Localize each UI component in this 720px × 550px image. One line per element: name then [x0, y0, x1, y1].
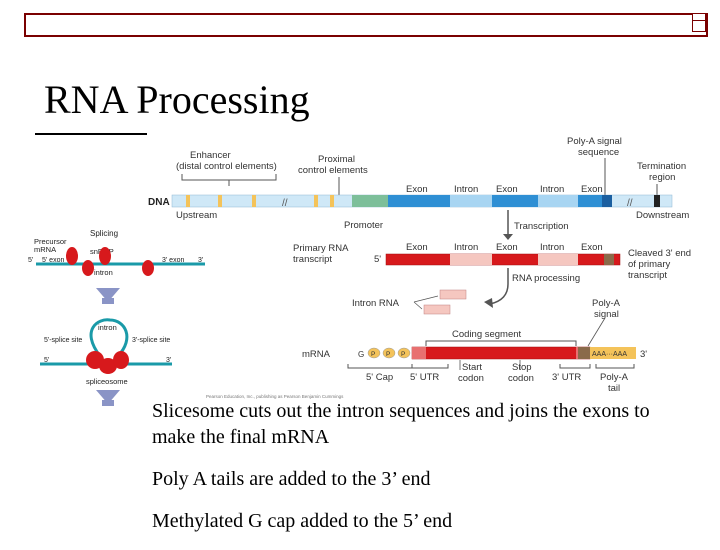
- down-arrow-1: [96, 288, 120, 302]
- label-aaa: AAA···AAA: [592, 351, 627, 358]
- title-underline: [35, 133, 147, 135]
- label-3prime-right: 3': [198, 257, 203, 264]
- label-coding-segment: Coding segment: [452, 329, 522, 340]
- label-precursor-mrna: Precursor mRNA: [34, 237, 69, 254]
- bullet-list: Slicesome cuts out the intron sequences …: [152, 398, 672, 550]
- spliceosome-blob-2: [99, 358, 117, 374]
- label-stop-codon: Stop codon: [508, 362, 534, 384]
- label-g-cap: G: [358, 350, 364, 359]
- label-polya-signal: Poly-A signal: [592, 298, 622, 320]
- label-primary-exon-1: Exon: [406, 242, 428, 253]
- dna-intron-1: [450, 195, 492, 207]
- label-p-2: P: [386, 351, 390, 358]
- dna-exon-1: [388, 195, 450, 207]
- spliceosome-blob-3: [113, 351, 129, 369]
- label-downstream: Downstream: [636, 210, 689, 221]
- label-rna-processing: RNA processing: [512, 273, 580, 284]
- label-5prime-2: 5': [44, 357, 49, 364]
- label-p-3: P: [401, 351, 405, 358]
- label-spliceosome: spliceosome: [86, 377, 128, 386]
- slide-top-bar: [24, 13, 708, 37]
- label-primary-intron-1: Intron: [454, 242, 478, 253]
- label-start-codon: Start codon: [458, 362, 485, 384]
- label-intron-1: intron: [94, 268, 113, 277]
- intron-loop: [89, 318, 129, 358]
- label-5-cap: 5' Cap: [366, 372, 393, 383]
- label-primary-intron-2: Intron: [540, 242, 564, 253]
- label-5prime-left: 5': [28, 257, 33, 264]
- primary-intron-1: [450, 254, 492, 265]
- excised-intron-2: [423, 304, 451, 315]
- label-primary-rna: Primary RNA transcript: [293, 243, 351, 265]
- label-3-splice-site: 3'-splice site: [132, 337, 170, 344]
- label-mrna: mRNA: [302, 349, 331, 360]
- label-5prime-primary: 5': [374, 254, 381, 265]
- label-transcription: Transcription: [514, 221, 569, 232]
- label-splicing: Splicing: [90, 229, 118, 238]
- label-dna-intron-1: Intron: [454, 184, 478, 195]
- label-promoter: Promoter: [344, 220, 383, 231]
- splicing-figure: Splicing Precursor mRNA snRNP 5' 5' exon…: [28, 229, 205, 406]
- label-5-splice-site: 5'-splice site: [44, 337, 82, 344]
- label-dna: DNA: [148, 197, 170, 208]
- label-3prime-mrna: 3': [640, 349, 647, 360]
- label-dna-exon-2: Exon: [496, 184, 518, 195]
- primary-intron-2: [538, 254, 578, 265]
- label-dna-exon-1: Exon: [406, 184, 428, 195]
- svg-text://: //: [627, 198, 633, 209]
- label-5-utr: 5' UTR: [410, 372, 439, 383]
- label-intron-2: intron: [98, 323, 117, 332]
- dna-exon-2: [492, 195, 538, 207]
- label-polya-tail: Poly-A tail: [600, 372, 630, 394]
- mrna-bar: [411, 346, 591, 360]
- promoter-box: [352, 195, 388, 207]
- label-upstream: Upstream: [176, 210, 217, 221]
- label-primary-exon-3: Exon: [581, 242, 603, 253]
- label-p-1: P: [371, 351, 375, 358]
- gene-expression-figure: Enhancer (distal control elements) Proxi…: [148, 136, 694, 399]
- excised-intron-1: [439, 289, 467, 300]
- label-copyright: Pearson Education, Inc., publishing as P…: [206, 394, 344, 399]
- label-dna-exon-3: Exon: [581, 184, 603, 195]
- label-enhancer: Enhancer (distal control elements): [176, 150, 277, 172]
- bullet-item: Slicesome cuts out the intron sequences …: [152, 400, 650, 448]
- snrnp-blob-2: [82, 260, 94, 276]
- slide-title: RNA Processing: [44, 77, 310, 122]
- polya-tail-box: [590, 347, 636, 359]
- label-cleaved: Cleaved 3' end of primary transcript: [628, 248, 694, 281]
- label-3-utr: 3' UTR: [552, 372, 581, 383]
- svg-text://: //: [282, 198, 288, 209]
- down-arrow-2: [96, 390, 120, 404]
- primary-transcript-bar: [385, 253, 621, 266]
- snrnp-blob-3: [99, 247, 111, 265]
- snrnp-blob-1: [66, 247, 78, 265]
- dna-intron-2: [538, 195, 578, 207]
- bullet-item: Poly A tails are added to the 3’ end: [152, 468, 431, 490]
- label-5-exon: 5' exon: [42, 257, 64, 264]
- label-polya-signal-sequence: Poly-A signal sequence: [567, 136, 625, 158]
- label-intron-rna: Intron RNA: [352, 298, 400, 309]
- label-termination-region: Termination region: [637, 161, 689, 183]
- label-primary-exon-2: Exon: [496, 242, 518, 253]
- label-proximal: Proximal control elements: [298, 154, 368, 176]
- dna-exon-3: [578, 195, 606, 207]
- snrnp-blob-4: [142, 260, 154, 276]
- top-bar-square-2: [692, 14, 706, 21]
- label-3prime-2: 3': [166, 357, 171, 364]
- label-dna-intron-2: Intron: [540, 184, 564, 195]
- label-3-exon: 3' exon: [162, 257, 184, 264]
- bullet-item: Methylated G cap added to the 5’ end: [152, 510, 453, 532]
